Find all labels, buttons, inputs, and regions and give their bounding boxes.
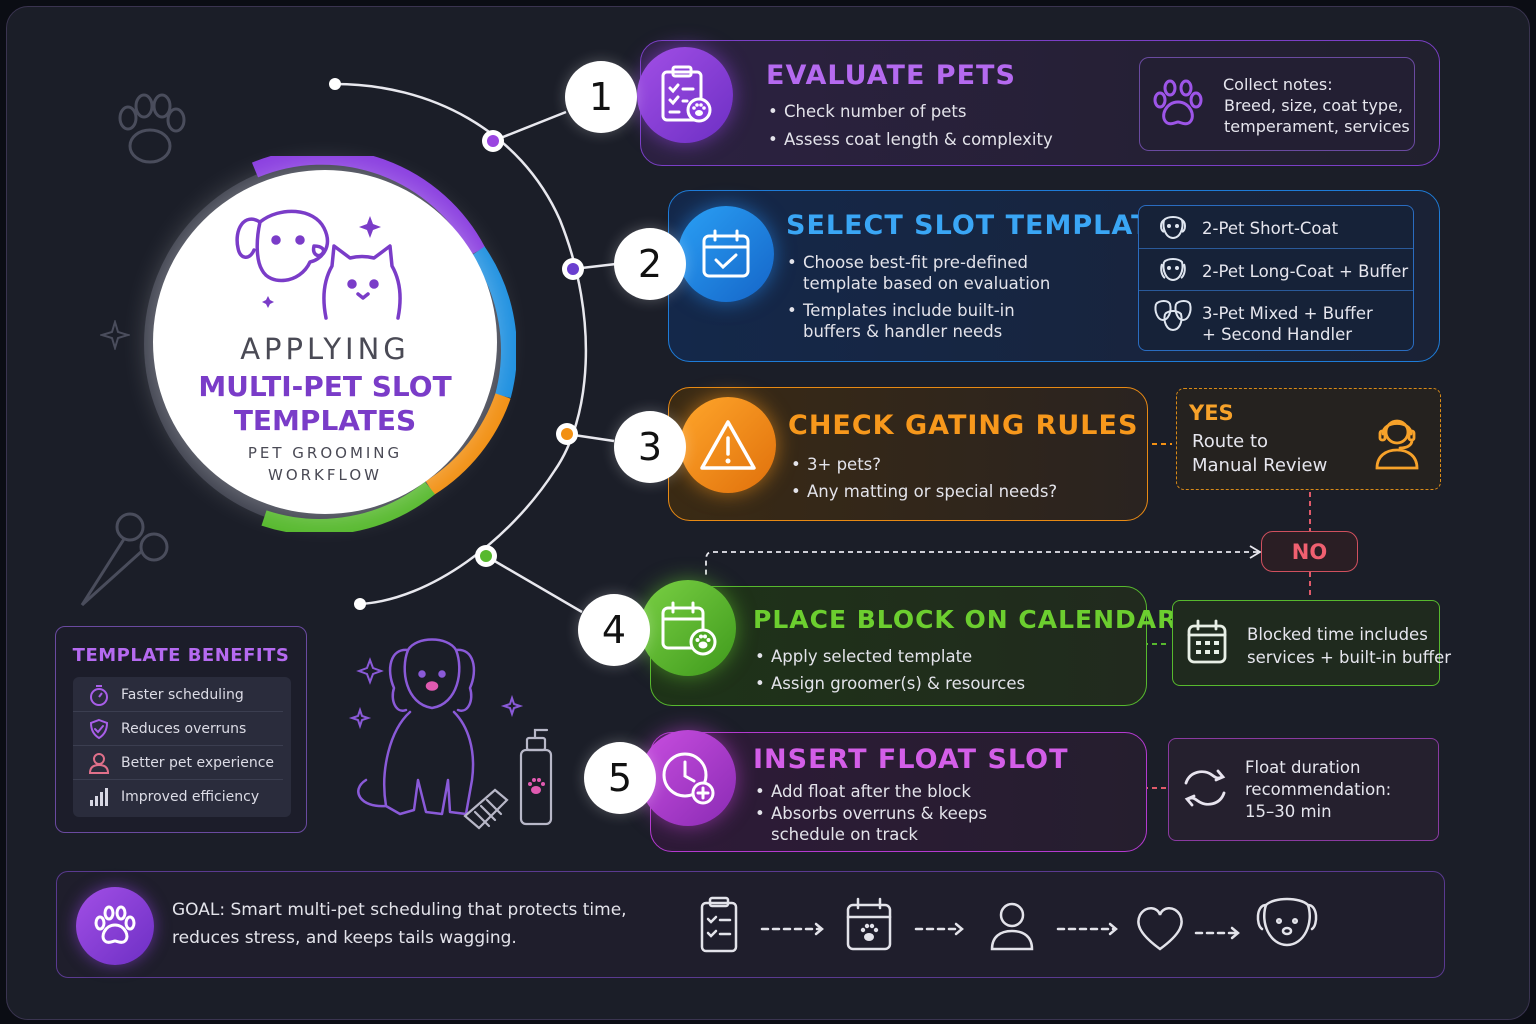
sparkle-icon bbox=[100, 320, 130, 350]
calendar-icon bbox=[1187, 619, 1227, 664]
center-title-line3: TEMPLATES bbox=[233, 404, 417, 437]
benefits-title: TEMPLATE BENEFITS bbox=[72, 645, 290, 666]
step-5-title: INSERT FLOAT SLOT bbox=[753, 744, 1069, 775]
pet-face-icon bbox=[1160, 258, 1186, 282]
paw-icon bbox=[94, 905, 136, 944]
goal-line-2: reduces stress, and keeps tails wagging. bbox=[172, 928, 517, 948]
shield-check-icon bbox=[89, 718, 109, 740]
shampoo-brush-icon bbox=[463, 728, 553, 830]
step-2-number: 2 bbox=[614, 228, 686, 300]
benefit-item-4: Improved efficiency bbox=[121, 789, 260, 805]
step-4-icon-circle bbox=[640, 580, 736, 676]
float-line-3: 15–30 min bbox=[1245, 802, 1332, 821]
step-1-icon-circle bbox=[637, 47, 733, 143]
multi-pet-icon bbox=[1154, 300, 1192, 332]
goal-flow-icons bbox=[700, 896, 1318, 953]
paw-icon bbox=[1153, 79, 1203, 126]
float-line-1: Float duration bbox=[1245, 758, 1361, 777]
step-5-number: 5 bbox=[584, 742, 656, 814]
step-4-bullet-2: Assign groomer(s) & resources bbox=[755, 674, 1025, 693]
step-3-title: CHECK GATING RULES bbox=[788, 410, 1139, 441]
yes-line-2: Manual Review bbox=[1192, 455, 1328, 476]
step-4-number: 4 bbox=[578, 594, 650, 666]
center-ring bbox=[144, 156, 516, 532]
template-option-1[interactable]: 2-Pet Short-Coat bbox=[1202, 219, 1339, 238]
step-3-bullet-1: 3+ pets? bbox=[791, 455, 881, 474]
float-line-2: recommendation: bbox=[1245, 780, 1392, 799]
block-line-2: services + built-in buffer bbox=[1247, 648, 1452, 667]
step-1-number: 1 bbox=[565, 61, 637, 133]
step-3-number: 3 bbox=[614, 411, 686, 483]
stopwatch-icon bbox=[90, 685, 108, 706]
block-line-1: Blocked time includes bbox=[1247, 625, 1428, 644]
step-2-bullet-1-cont: template based on evaluation bbox=[803, 274, 1051, 293]
notes-line-2: Breed, size, coat type, bbox=[1224, 96, 1403, 115]
step-2-title: SELECT SLOT TEMPLATE bbox=[786, 210, 1171, 241]
step-2-bullet-2: Templates include built-in bbox=[787, 301, 1015, 320]
benefit-item-1: Faster scheduling bbox=[121, 687, 244, 703]
template-option-3[interactable]: 3-Pet Mixed + Buffer bbox=[1202, 304, 1373, 323]
clock-plus-icon bbox=[662, 752, 715, 805]
yes-label: YES bbox=[1189, 401, 1234, 425]
benefit-item-2: Reduces overruns bbox=[121, 721, 247, 737]
step-5-icon-circle bbox=[640, 730, 736, 826]
person-icon bbox=[88, 753, 110, 774]
step-5-bullet-1: Add float after the block bbox=[755, 782, 971, 801]
step-5-bullet-2: Absorbs overruns & keeps bbox=[755, 804, 987, 823]
scissors-icon bbox=[80, 512, 169, 607]
step-4-title: PLACE BLOCK ON CALENDAR bbox=[753, 605, 1178, 634]
step-1-bullet-1: Check number of pets bbox=[768, 102, 967, 121]
notes-line-1: Collect notes: bbox=[1223, 75, 1333, 94]
step-1-bullet-2: Assess coat length & complexity bbox=[768, 130, 1053, 149]
clipboard-paw-icon bbox=[661, 65, 712, 123]
template-option-3-cont: + Second Handler bbox=[1202, 325, 1353, 344]
center-title-line2: MULTI-PET SLOT bbox=[198, 370, 452, 403]
float-box bbox=[1168, 738, 1439, 841]
yes-line-1: Route to bbox=[1192, 431, 1269, 452]
pet-face-icon bbox=[1160, 216, 1186, 240]
center-title-line1: APPLYING bbox=[240, 332, 410, 366]
bar-chart-icon bbox=[90, 788, 108, 806]
warning-icon bbox=[700, 420, 756, 470]
step-3-bullet-2: Any matting or special needs? bbox=[791, 482, 1057, 501]
goal-bar bbox=[56, 871, 1445, 978]
benefit-item-3: Better pet experience bbox=[121, 755, 275, 771]
step-4-bullet-1: Apply selected template bbox=[755, 647, 972, 666]
step-5-bullet-2-cont: schedule on track bbox=[771, 825, 918, 844]
paw-outline-icon bbox=[118, 93, 186, 164]
dog-illustration-icon bbox=[348, 638, 524, 816]
step-2-bullet-1: Choose best-fit pre-defined bbox=[787, 253, 1028, 272]
goal-paw-badge bbox=[76, 887, 154, 965]
calendar-check-icon bbox=[702, 229, 750, 278]
step-3-icon-circle bbox=[680, 397, 776, 493]
dog-cat-icon bbox=[235, 209, 402, 320]
center-subtitle-line2: WORKFLOW bbox=[268, 466, 382, 484]
benefits-list bbox=[73, 677, 291, 817]
yes-box bbox=[1176, 388, 1441, 490]
step-2-bullet-2-cont: buffers & handler needs bbox=[803, 322, 1003, 341]
goal-line-1: GOAL: Smart multi-pet scheduling that pr… bbox=[172, 900, 627, 920]
support-agent-icon bbox=[1375, 419, 1419, 470]
no-badge bbox=[1261, 531, 1358, 572]
calendar-paw-icon bbox=[661, 601, 717, 656]
template-option-2[interactable]: 2-Pet Long-Coat + Buffer bbox=[1202, 262, 1409, 281]
refresh-icon bbox=[1184, 769, 1226, 807]
no-label: NO bbox=[1291, 540, 1328, 564]
step-2-icon-circle bbox=[678, 206, 774, 302]
step-1-title: EVALUATE PETS bbox=[766, 60, 1016, 91]
center-subtitle-line1: PET GROOMING bbox=[247, 444, 403, 462]
notes-line-3: temperament, services bbox=[1224, 117, 1410, 136]
